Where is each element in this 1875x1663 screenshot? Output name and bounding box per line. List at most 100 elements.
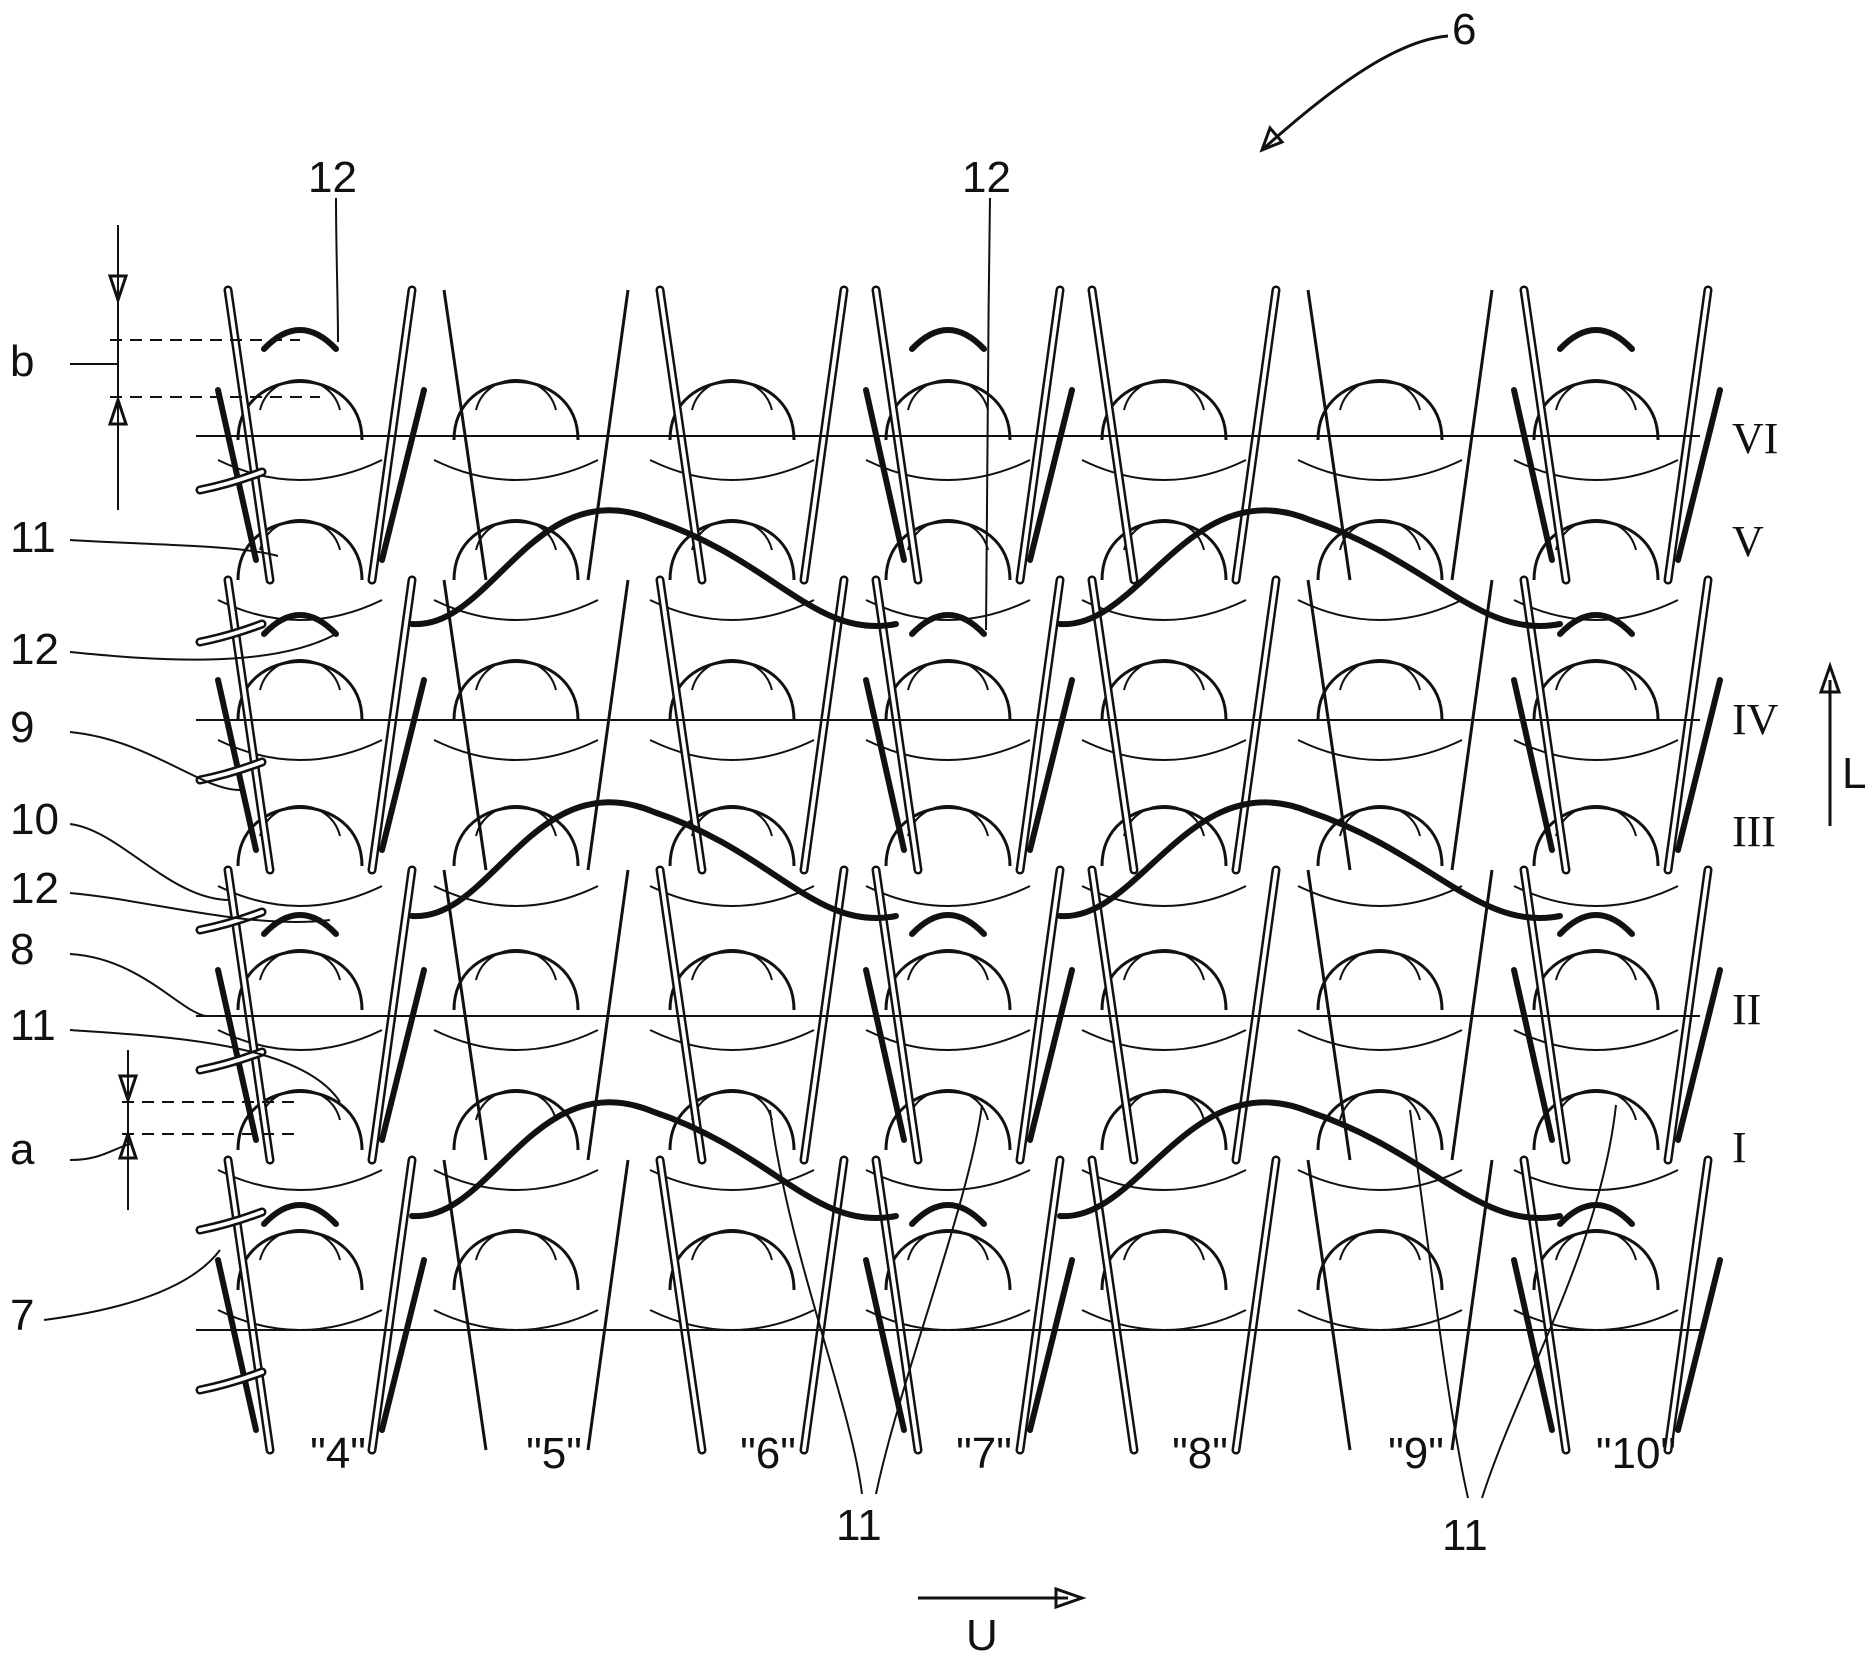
inner-loop (476, 1230, 556, 1260)
leader-6 (1262, 36, 1448, 150)
inner-loop (908, 1090, 988, 1120)
sinker-loop (650, 460, 814, 480)
stitch-loop (1318, 382, 1442, 441)
stitch-pattern (200, 290, 1720, 1450)
sinker-loop (1298, 460, 1462, 480)
thread-leg (588, 1160, 628, 1450)
wale-label-8: "8" (1172, 1429, 1228, 1478)
inner-loop (692, 950, 772, 980)
sinker-loop (218, 886, 382, 906)
course-label-iv: IV (1732, 695, 1779, 744)
sinker-loop (1514, 886, 1678, 906)
stitch-loop (454, 662, 578, 721)
stitch-loop (238, 382, 362, 441)
sinker-loop (1082, 460, 1246, 480)
sinker-loop (1514, 1310, 1678, 1330)
stitch-loop (886, 808, 1010, 867)
left-ref-10: 10 (10, 795, 59, 844)
left-ref-12-lower: 12 (10, 864, 59, 913)
left-ref-12-upper: 12 (10, 625, 59, 674)
double-thread-leg-core (372, 580, 412, 870)
left-ref-11-upper: 11 (10, 513, 56, 562)
stitch-loop (670, 808, 794, 867)
leader-8 (70, 954, 206, 1016)
inner-loop (476, 660, 556, 690)
heavy-loop-12 (912, 915, 984, 934)
sinker-loop (1082, 1310, 1246, 1330)
inner-loop (260, 380, 340, 410)
inner-loop (692, 660, 772, 690)
inner-loop (1340, 660, 1420, 690)
heavy-loop-12 (912, 330, 984, 349)
stitch-loop (670, 1232, 794, 1291)
left-ref-9: 9 (10, 703, 34, 752)
double-thread-leg-core (1668, 580, 1708, 870)
inner-loop (476, 1090, 556, 1120)
stitch-loop (1318, 662, 1442, 721)
sinker-loop (1082, 740, 1246, 760)
stitch-loop (1318, 808, 1442, 867)
sinker-loop (866, 1030, 1030, 1050)
sinker-loop (218, 1030, 382, 1050)
course-label-iii: III (1732, 807, 1776, 856)
stitch-loop (238, 952, 362, 1011)
wale-label-7: "7" (956, 1429, 1012, 1478)
stitch-loop (886, 1232, 1010, 1291)
inner-loop (908, 950, 988, 980)
stitch-loop (886, 952, 1010, 1011)
stitch-loop (670, 662, 794, 721)
stitch-loop (1534, 1232, 1658, 1291)
double-thread-leg-core (1092, 580, 1134, 870)
stitch-loop (454, 522, 578, 581)
stitch-loop (886, 662, 1010, 721)
heavy-loop-12 (264, 915, 336, 934)
stitch-loop (1102, 662, 1226, 721)
stitch-loop (670, 382, 794, 441)
course-label-ii: II (1732, 985, 1761, 1034)
course-label-vi: VI (1732, 414, 1778, 463)
sinker-loop (1082, 1170, 1246, 1190)
stitch-loop (1102, 382, 1226, 441)
sinker-loop (1514, 1030, 1678, 1050)
wale-label-9: "9" (1388, 1429, 1444, 1478)
sinker-loop (218, 740, 382, 760)
sinker-loop (650, 740, 814, 760)
stitch-loop (238, 662, 362, 721)
inner-loop (1124, 1090, 1204, 1120)
direction-label-l: L (1842, 749, 1866, 798)
wale-label-6: "6" (740, 1429, 796, 1478)
inner-loop (1556, 1230, 1636, 1260)
stitch-loop (1318, 952, 1442, 1011)
inner-loop (1556, 806, 1636, 836)
stitch-loop (1534, 662, 1658, 721)
sinker-loop (1514, 740, 1678, 760)
thread-leg (444, 580, 486, 870)
heavy-loop-12 (1560, 1205, 1632, 1224)
inner-loop (1556, 380, 1636, 410)
heavy-loop-12 (1560, 330, 1632, 349)
sinker-loop (1514, 460, 1678, 480)
stitch-loop (454, 382, 578, 441)
inner-loop (692, 380, 772, 410)
top-ref-12-center: 12 (962, 153, 1011, 202)
wale-label-5: "5" (526, 1429, 582, 1478)
inner-loop (1124, 1230, 1204, 1260)
stitch-loop (454, 952, 578, 1011)
figure-reference-6: 6 (1452, 5, 1476, 54)
inner-loop (908, 660, 988, 690)
sinker-loop (434, 460, 598, 480)
inner-loop (1124, 660, 1204, 690)
direction-label-u: U (966, 1611, 998, 1660)
left-ref-a: a (10, 1125, 35, 1174)
leader-7 (44, 1250, 220, 1320)
double-thread-leg-core (372, 1160, 412, 1450)
edge-thread-core (200, 1212, 262, 1230)
inner-loop (476, 950, 556, 980)
sinker-loop (434, 1030, 598, 1050)
stitch-loop (454, 1232, 578, 1291)
inner-loop (476, 380, 556, 410)
thread-leg (1308, 1160, 1350, 1450)
inner-loop (1340, 1090, 1420, 1120)
sinker-loop (866, 1170, 1030, 1190)
sinker-loop (218, 1310, 382, 1330)
